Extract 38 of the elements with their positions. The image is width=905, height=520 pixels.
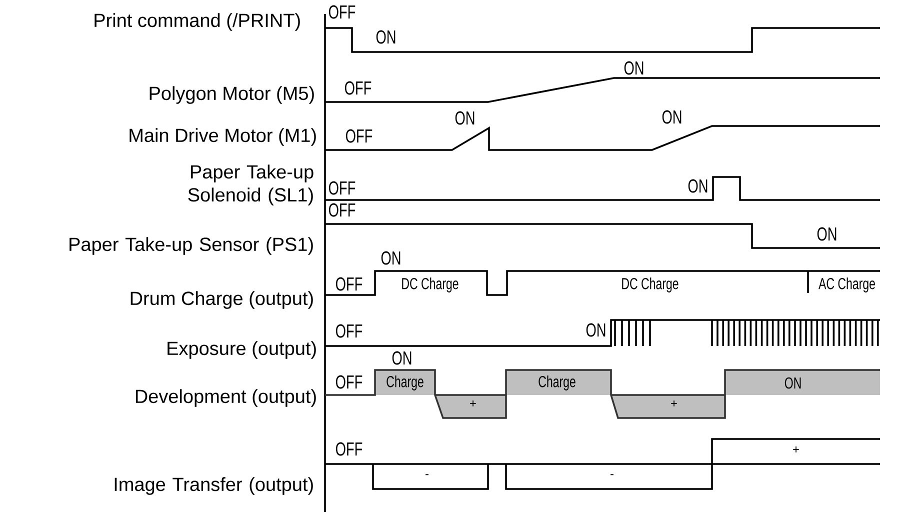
signal-name: Polygon Motor (M5) <box>150 86 314 104</box>
polarity-sign: + <box>470 400 476 406</box>
state-label: ON <box>784 377 801 389</box>
signal-name: Exposure (output) <box>168 341 316 359</box>
signal-name: Paper Take-up Solenoid (SL1) <box>188 164 314 206</box>
polarity-sign: + <box>793 446 799 452</box>
state-label: Charge <box>538 376 576 390</box>
signal-name: Development (output) <box>136 389 316 407</box>
state-label: ON <box>662 110 682 124</box>
polarity-sign: + <box>671 400 677 406</box>
state-label: ON <box>817 227 836 241</box>
state-label: OFF <box>328 203 356 217</box>
polarity-sign: - <box>426 474 428 476</box>
state-label: Charge <box>386 376 424 390</box>
signal-name: Image Transfer (output) <box>114 477 313 495</box>
polarity-sign: - <box>610 474 614 476</box>
state-label: DC Charge <box>622 278 678 292</box>
state-label: ON <box>376 30 396 44</box>
state-label: OFF <box>346 129 372 143</box>
signal-name: Drum Charge (output) <box>130 291 313 309</box>
state-label: ON <box>586 323 606 337</box>
state-label: ON <box>455 111 474 125</box>
state-label: ON <box>624 61 644 75</box>
state-label: AC Charge <box>818 278 875 292</box>
state-label: OFF <box>336 324 362 338</box>
signal-name: Print command (/PRINT) <box>94 13 300 31</box>
state-label: OFF <box>328 5 356 19</box>
state-label: OFF <box>344 81 372 95</box>
state-label: ON <box>688 179 708 193</box>
state-label: DC Charge <box>402 278 458 292</box>
signal-name: Main Drive Motor (M1) <box>130 128 316 146</box>
state-label: OFF <box>336 375 362 389</box>
state-label: ON <box>381 251 400 265</box>
state-label: OFF <box>328 181 356 195</box>
state-label: OFF <box>336 277 362 291</box>
signal-name: Paper Take-up Sensor (PS1) <box>70 237 313 255</box>
state-label: OFF <box>336 442 362 456</box>
state-label: ON <box>392 351 412 365</box>
